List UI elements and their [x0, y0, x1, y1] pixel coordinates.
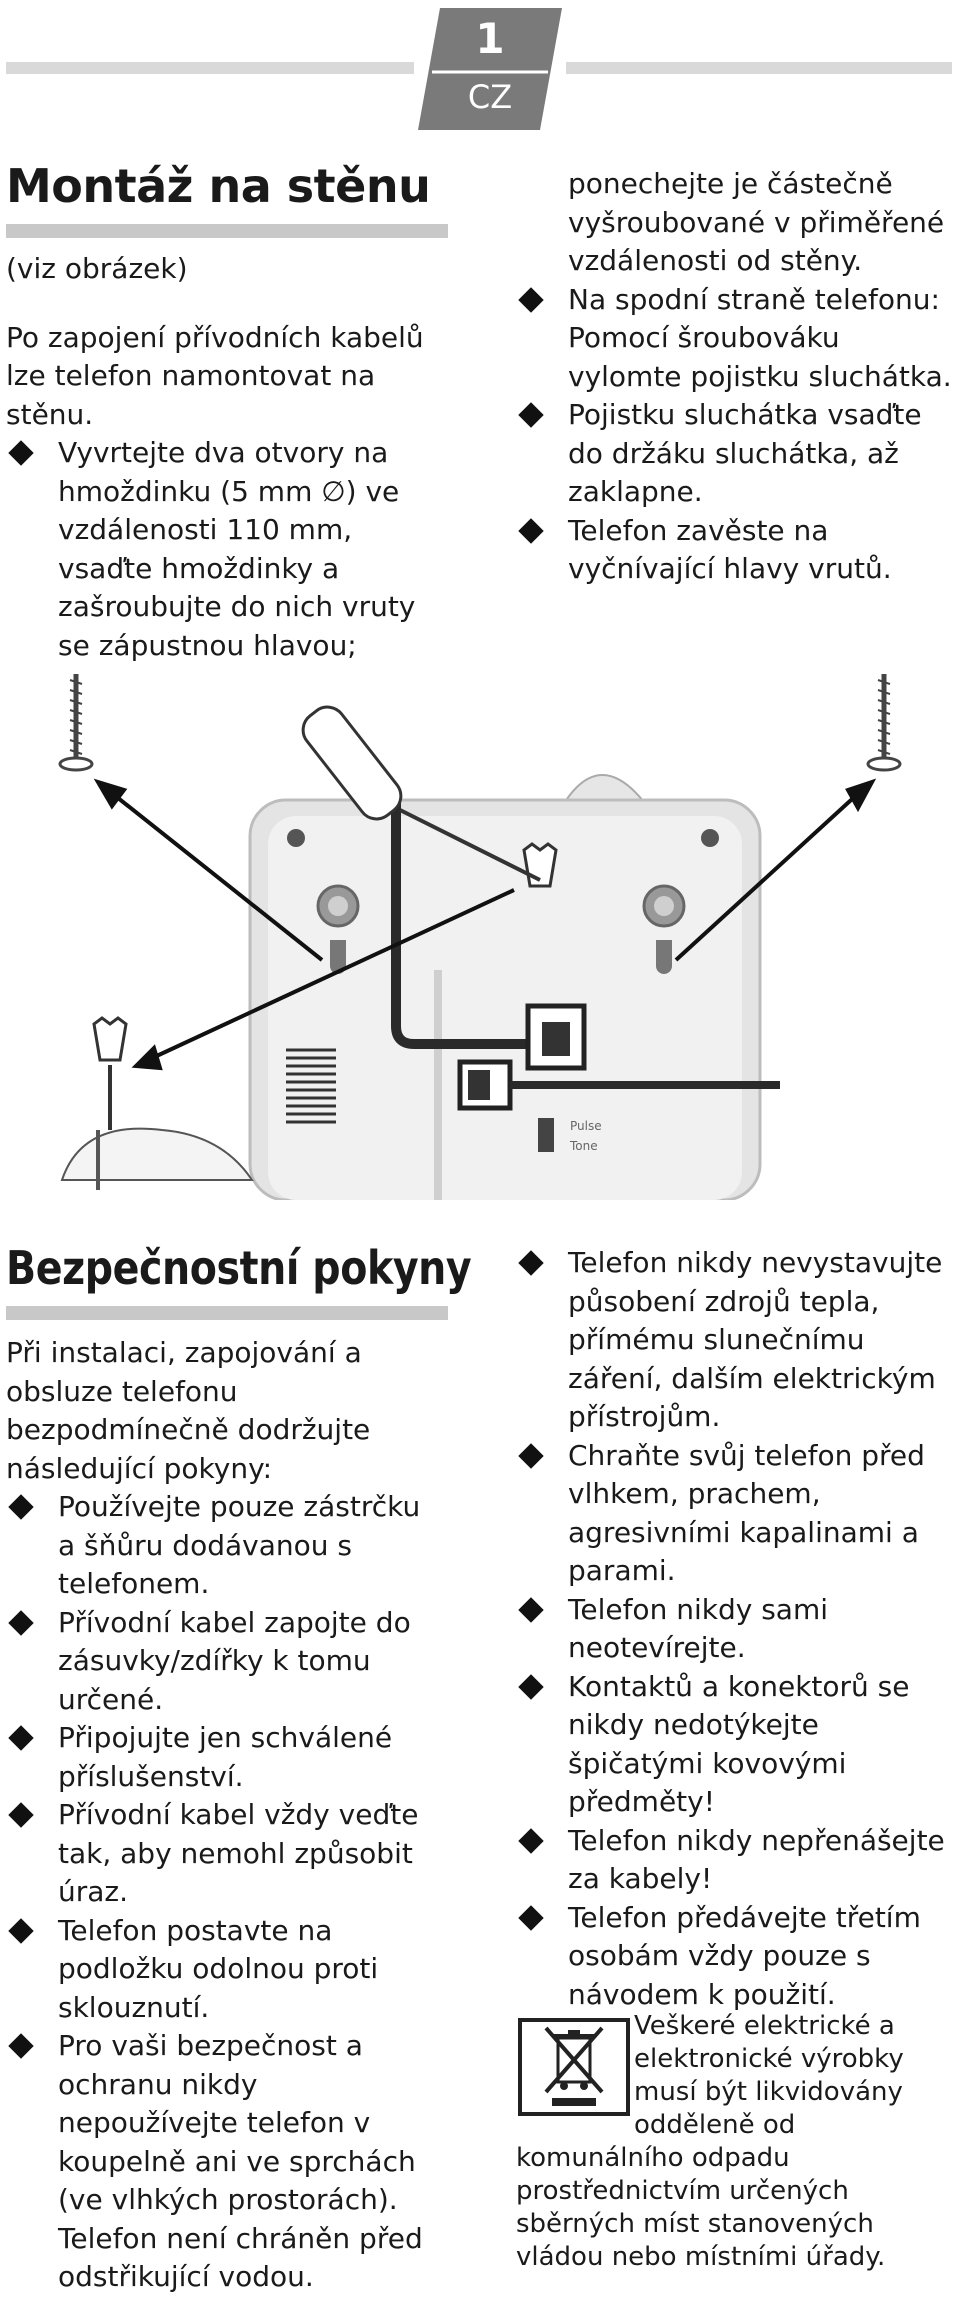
wall-mounting-illustration: Pulse Tone [0, 660, 960, 1202]
screwdriver-icon [301, 705, 541, 882]
pulse-label: Pulse [570, 1119, 602, 1133]
safety-list-right: Telefon nikdy nevystavujte působení zdro… [516, 1244, 956, 2014]
direction-arrows [93, 778, 877, 1071]
safety-section-continued: Telefon nikdy nevystavujte působení zdro… [516, 1244, 956, 2014]
tone-label: Tone [569, 1139, 598, 1153]
language-code: CZ [467, 78, 513, 116]
disposal-note-text: Veškeré elektrické a elektronické výrobk… [516, 2011, 904, 2272]
list-item: Telefon zavěste na vyčnívající hlavy vru… [516, 512, 956, 589]
list-item: Kontaktů a konektorů se nikdy nedotýkejt… [516, 1668, 956, 1822]
list-item: Telefon předávejte třetím osobám vždy po… [516, 1899, 956, 2015]
safety-list-left: Používejte pouze zástrčku a šňůru dodáva… [6, 1488, 446, 2297]
crossed-bin-icon [518, 2018, 630, 2116]
mounting-steps-right: Na spodní straně telefonu: Pomocí šroubo… [516, 281, 956, 589]
mounting-section: Montáž na stěnu (viz obrázek) Po zapojen… [6, 159, 448, 665]
mounting-section-continued: ponechejte je částečně vyšroubované v př… [516, 165, 956, 589]
list-item: Přívodní kabel zapojte do zásuvky/zdířky… [6, 1604, 446, 1720]
mounting-subtitle: (viz obrázek) [6, 252, 188, 285]
screw-right-icon [866, 674, 902, 772]
mounting-steps-left: Vyvrtejte dva otvory na hmoždinku (5 mm … [6, 434, 446, 665]
list-item: Telefon nikdy nepřenášejte za kabely! [516, 1822, 956, 1899]
list-item: Připojujte jen schválené příslušenství. [6, 1719, 446, 1796]
mounting-step-continuation: ponechejte je částečně vyšroubované v př… [568, 167, 945, 277]
page-number: 1 [475, 14, 505, 63]
list-item: Telefon postavte na podložku odolnou pro… [6, 1912, 446, 2028]
mounting-title-rule [6, 224, 448, 238]
safety-section: Bezpečnostní pokyny Při instalaci, zapoj… [6, 1241, 472, 2297]
header-rule-right [566, 62, 952, 74]
mounting-title: Montáž na stěnu [6, 159, 431, 213]
list-item: Pro vaši bezpečnost a ochranu nikdy nepo… [6, 2027, 446, 2297]
list-item: Pojistku sluchátka vsaďte do držáku sluc… [516, 396, 956, 512]
list-item: Vyvrtejte dva otvory na hmoždinku (5 mm … [6, 434, 446, 665]
disposal-note: Veškeré elektrické a elektronické výrobk… [516, 2010, 956, 2274]
page-tab-shape [418, 8, 562, 130]
safety-intro: Při instalaci, zapojování a obsluze tele… [6, 1336, 371, 1485]
header-rule-left [6, 62, 414, 74]
list-item: Telefon nikdy sami neotevírejte. [516, 1591, 956, 1668]
list-item: Chraňte svůj telefon před vlhkem, prache… [516, 1437, 956, 1591]
safety-title: Bezpečnostní pokyny [6, 1241, 472, 1295]
page-tab: 1 CZ [418, 8, 562, 130]
list-item: Používejte pouze zástrčku a šňůru dodáva… [6, 1488, 446, 1604]
mounting-intro: Po zapojení přívodních kabelů lze telefo… [6, 320, 424, 431]
list-item: Přívodní kabel vždy veďte tak, aby nemoh… [6, 1796, 446, 1912]
screw-left-icon [58, 674, 94, 772]
wall-plug-icon [60, 1016, 254, 1190]
list-item: Na spodní straně telefonu: Pomocí šroubo… [516, 281, 956, 397]
list-item: Telefon nikdy nevystavujte působení zdro… [516, 1244, 956, 1437]
telephone-base-icon: Pulse Tone [248, 774, 780, 1202]
safety-title-rule [6, 1306, 448, 1320]
